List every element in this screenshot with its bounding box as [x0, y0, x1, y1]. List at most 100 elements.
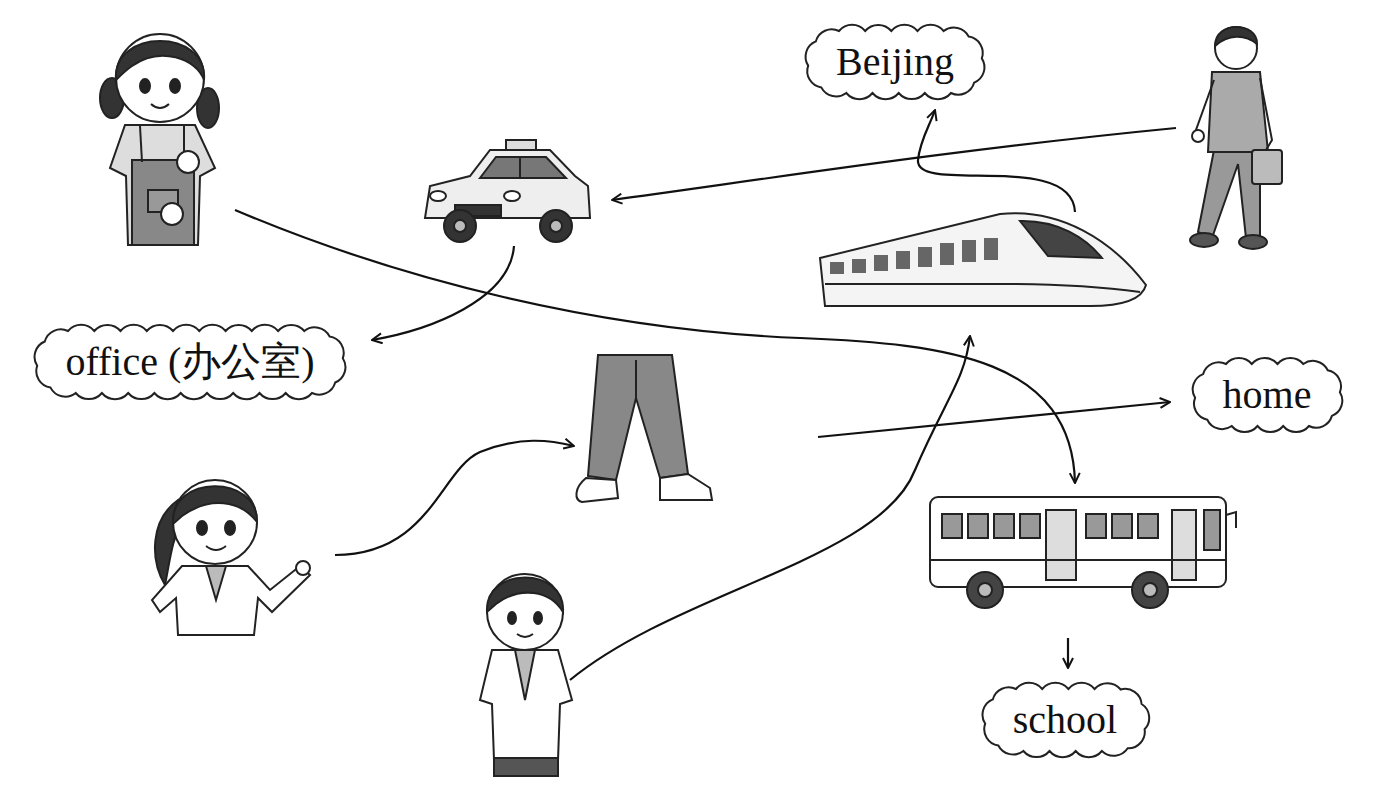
cloud-outline	[35, 325, 346, 399]
cloud-label: Beijing	[800, 23, 990, 101]
bus-picture	[1046, 510, 1076, 580]
bus-picture	[1112, 514, 1132, 538]
boy-figure	[487, 578, 563, 613]
girl-figure	[151, 104, 169, 108]
place-name: office (办公室)	[65, 339, 314, 385]
bus-picture	[1226, 512, 1236, 528]
train-picture	[852, 259, 866, 273]
place-name: home	[1223, 372, 1312, 418]
route-arrow	[235, 210, 1075, 483]
train-picture	[825, 284, 1140, 292]
bus-picture	[1132, 572, 1168, 608]
man-figure	[1260, 78, 1272, 150]
girl-figure	[170, 79, 180, 93]
taxi-picture	[504, 191, 520, 201]
taxi-picture	[444, 210, 476, 242]
place-name: Beijing	[836, 39, 954, 85]
girl-figure	[197, 521, 207, 535]
train-picture	[984, 238, 998, 260]
train-picture	[940, 243, 954, 265]
bus-picture	[968, 514, 988, 538]
cloud-label: home	[1187, 356, 1348, 434]
taxi-picture	[506, 140, 536, 150]
taxi-picture	[454, 220, 466, 232]
route-arrow	[612, 128, 1176, 200]
man-figure	[1190, 233, 1218, 247]
bus-picture	[1086, 514, 1106, 538]
train-picture	[1020, 221, 1102, 258]
boy-figure	[517, 634, 533, 637]
girl-figure	[206, 566, 226, 600]
walking-legs	[635, 360, 637, 398]
bus-picture	[967, 572, 1003, 608]
man-figure	[1192, 130, 1204, 142]
girl-figure	[140, 126, 142, 162]
girl-figure	[152, 480, 310, 635]
cloud-outline	[806, 25, 985, 99]
girl-figure	[116, 34, 204, 122]
man-figure	[1215, 27, 1257, 69]
walking-legs	[660, 474, 712, 500]
route-arrow	[235, 110, 1176, 680]
bus-picture	[1172, 510, 1196, 580]
route-arrow	[818, 402, 1170, 437]
bus-picture	[942, 514, 962, 538]
girl-figure	[225, 521, 235, 535]
bus-picture	[1143, 583, 1157, 597]
boy-figure	[494, 758, 558, 776]
train-picture	[896, 251, 910, 269]
girl-figure	[110, 125, 215, 245]
bus-picture	[930, 497, 1236, 608]
taxi-picture	[550, 220, 562, 232]
taxi-picture	[519, 157, 521, 178]
man-figure	[1190, 27, 1282, 249]
man-figure	[1215, 27, 1257, 46]
train-picture	[830, 262, 844, 274]
train-picture	[962, 240, 976, 262]
man-figure	[1252, 150, 1282, 184]
girl-figure	[161, 203, 183, 225]
train-picture	[825, 305, 1090, 307]
boy-figure	[515, 650, 535, 700]
place-name: school	[1013, 697, 1117, 743]
man-figure	[1198, 150, 1260, 238]
bus-picture	[1204, 510, 1220, 550]
boy-figure	[480, 650, 572, 760]
bus-picture	[994, 514, 1014, 538]
bus-picture	[1020, 514, 1040, 538]
bus-picture	[930, 497, 1226, 587]
boy-figure	[534, 612, 542, 624]
route-arrow	[335, 441, 574, 555]
girl-figure	[140, 79, 150, 93]
girl-figure	[100, 34, 219, 245]
walking-legs	[576, 478, 618, 502]
bus-picture	[1138, 514, 1158, 538]
route-arrow	[570, 336, 970, 680]
taxi-picture	[430, 191, 446, 201]
cloud-outline	[1192, 358, 1342, 432]
girl-figure	[173, 480, 257, 564]
girl-figure	[206, 546, 226, 550]
man-figure	[1239, 235, 1267, 249]
boy-figure	[508, 612, 516, 624]
taxi-picture	[540, 210, 572, 242]
train-picture	[918, 247, 932, 267]
girl-figure	[296, 561, 310, 575]
man-figure	[1208, 72, 1268, 152]
girl-figure	[116, 41, 204, 80]
train-picture	[830, 238, 998, 274]
route-arrow	[918, 110, 1075, 212]
cloud-outline	[982, 683, 1149, 757]
girl-figure	[173, 486, 257, 524]
walking-legs	[588, 355, 688, 480]
cloud-label: school	[977, 681, 1154, 759]
train-picture	[820, 213, 1146, 306]
walking-legs	[576, 355, 712, 502]
girl-figure	[152, 566, 310, 635]
taxi-picture	[480, 157, 566, 178]
train-picture	[820, 213, 1146, 306]
train-picture	[874, 255, 888, 271]
